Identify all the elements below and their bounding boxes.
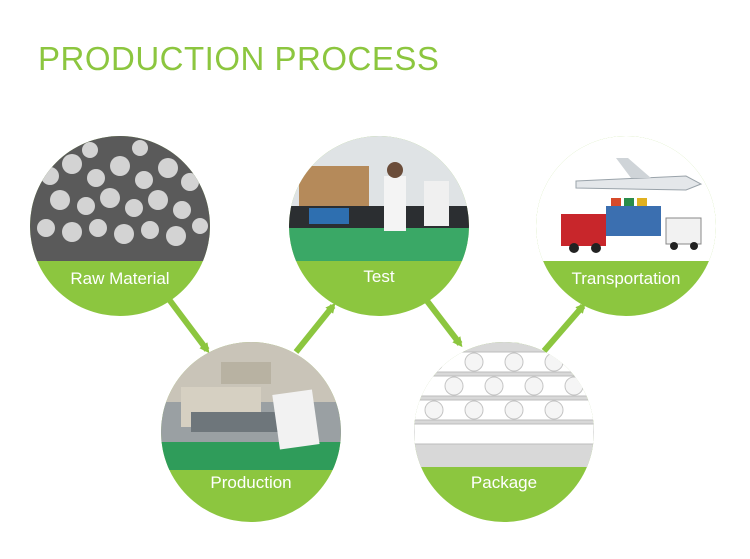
- test-photo: [289, 136, 469, 261]
- stage-label-package: Package: [470, 473, 538, 492]
- stage-raw-material: Raw Material: [30, 136, 210, 316]
- production-photo: [161, 342, 341, 470]
- stage-production: Production: [161, 342, 341, 522]
- stage-label-test: Test: [363, 267, 395, 286]
- arrow-raw-to-production: [165, 296, 210, 354]
- arrow-test-to-package: [421, 295, 463, 348]
- stage-label-transportation: Transportation: [571, 269, 681, 288]
- page-title: PRODUCTION PROCESS: [38, 40, 440, 77]
- stage-label-production: Production: [210, 473, 292, 492]
- stage-label-raw-material: Raw Material: [70, 269, 170, 288]
- stage-test: Test: [289, 136, 469, 316]
- stage-package: Package: [414, 342, 594, 522]
- raw-material-photo: [30, 136, 210, 261]
- transportation-photo: [536, 136, 716, 261]
- stage-transportation: Transportation: [536, 136, 716, 316]
- package-photo: [414, 342, 594, 467]
